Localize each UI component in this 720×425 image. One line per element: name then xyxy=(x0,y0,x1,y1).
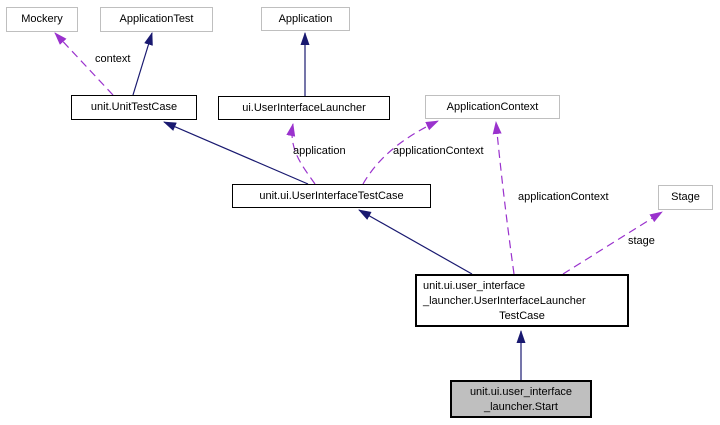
edge-inherit-unittestcase xyxy=(163,121,309,185)
edge-label-context: context xyxy=(95,53,131,65)
node-launcher-testcase[interactable]: unit.ui.user_interface _launcher.UserInt… xyxy=(415,274,629,327)
node-start-line1: unit.ui.user_interface xyxy=(469,386,573,398)
node-start-line2: _launcher.Start xyxy=(484,401,558,413)
node-application-test: ApplicationTest xyxy=(100,7,213,32)
edge-label-application-context-1: applicationContext xyxy=(393,145,484,157)
edge-label-application-context-2: applicationContext xyxy=(518,191,609,203)
node-unit-testcase[interactable]: unit.UnitTestCase xyxy=(71,95,197,120)
node-start-current-class: unit.ui.user_interface _launcher.Start xyxy=(450,380,592,418)
node-application: Application xyxy=(261,7,350,31)
node-ui-testcase[interactable]: unit.ui.UserInterfaceTestCase xyxy=(232,184,431,208)
edge-application xyxy=(286,123,316,185)
edge-context xyxy=(54,32,114,96)
node-application-context: ApplicationContext xyxy=(425,95,560,119)
edge-label-application: application xyxy=(293,145,346,157)
node-launcher-testcase-line3: TestCase xyxy=(499,310,545,322)
node-stage: Stage xyxy=(658,185,713,210)
edge-application-context-1 xyxy=(362,120,439,185)
edge-inherit-applicationtest xyxy=(132,32,153,96)
node-launcher-testcase-line1: unit.ui.user_interface xyxy=(423,280,526,292)
edge-inherit-uitestcase xyxy=(358,209,473,275)
edge-stage xyxy=(562,211,663,275)
node-ui-launcher[interactable]: ui.UserInterfaceLauncher xyxy=(218,96,390,120)
edge-application-context-2 xyxy=(492,121,515,275)
node-launcher-testcase-line2: _launcher.UserInterfaceLauncher xyxy=(423,295,586,307)
node-mockery: Mockery xyxy=(6,7,78,32)
edge-label-stage: stage xyxy=(628,235,655,247)
